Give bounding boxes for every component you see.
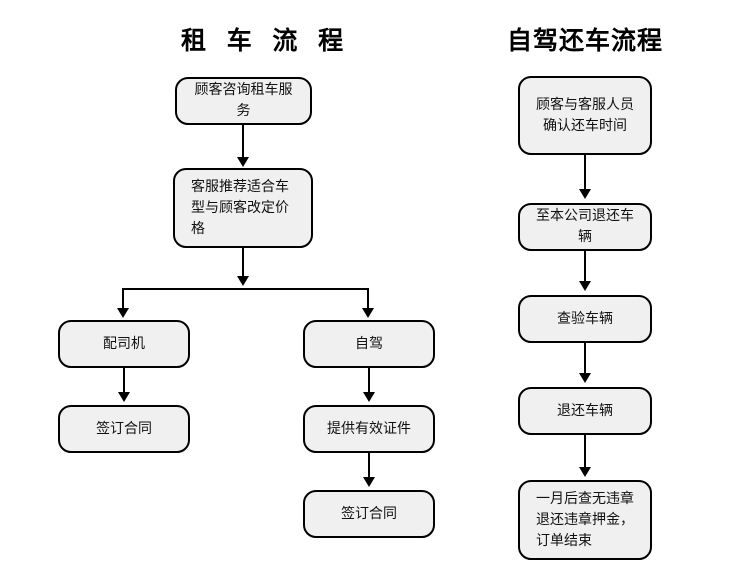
- node-sign-contract-driver[interactable]: 签订合同: [58, 405, 190, 453]
- arrowhead-icon: [363, 392, 375, 402]
- node-sign-contract-selfdrive[interactable]: 签订合同: [303, 490, 435, 538]
- node-assign-driver[interactable]: 配司机: [58, 320, 190, 368]
- arrowhead-icon: [237, 157, 249, 167]
- arrowhead-icon: [579, 373, 591, 383]
- right-chart-title: 自驾还车流程: [506, 26, 663, 55]
- node-label: 一月后查无违章 退还违章押金， 订单结束: [536, 490, 634, 549]
- node-label: 签订合同: [341, 505, 397, 522]
- node-label: 顾客与客服人员 确认还车时间: [536, 96, 634, 134]
- node-label: 顾客咨询租车服务: [194, 82, 293, 119]
- node-label: 至本公司退还车辆: [536, 208, 634, 245]
- node-confirm-return-time[interactable]: 顾客与客服人员 确认还车时间: [518, 76, 652, 155]
- arrowhead-icon: [117, 308, 129, 318]
- arrowhead-icon: [363, 477, 375, 487]
- node-refund-violation-deposit[interactable]: 一月后查无违章 退还违章押金， 订单结束: [518, 480, 652, 560]
- node-label: 客服推荐适合车 型与顾客改定价 格: [191, 178, 289, 237]
- connector-inquiry-to-recommend: [242, 125, 244, 159]
- node-label: 查验车辆: [557, 310, 613, 327]
- node-return-vehicle-to-company[interactable]: 至本公司退还车辆: [518, 203, 652, 251]
- arrowhead-icon: [579, 467, 591, 477]
- arrowhead-icon: [579, 281, 591, 291]
- connector-selfdrive-to-documents: [368, 368, 370, 394]
- connector-branch-bus: [122, 288, 369, 290]
- node-service-recommend-model[interactable]: 客服推荐适合车 型与顾客改定价 格: [173, 168, 313, 248]
- arrowhead-icon: [579, 189, 591, 199]
- node-self-drive[interactable]: 自驾: [303, 320, 435, 368]
- connector-handover-to-deposit: [584, 435, 586, 469]
- node-inspect-vehicle[interactable]: 查验车辆: [518, 295, 652, 343]
- node-label: 签订合同: [96, 420, 152, 437]
- connector-recommend-to-split: [242, 248, 244, 278]
- node-hand-back-vehicle[interactable]: 退还车辆: [518, 387, 652, 435]
- connector-driver-to-contract: [123, 368, 125, 394]
- node-customer-inquiry[interactable]: 顾客咨询租车服务: [175, 77, 312, 125]
- connector-return-to-inspect: [584, 251, 586, 283]
- node-label: 自驾: [355, 335, 383, 352]
- connector-inspect-to-handover: [584, 343, 586, 373]
- connector-branch-left-drop: [122, 288, 124, 310]
- left-chart-title: 租 车 流 程: [181, 26, 350, 55]
- arrowhead-icon: [237, 276, 249, 286]
- node-label: 退还车辆: [557, 402, 613, 419]
- connector-branch-right-drop: [367, 288, 369, 310]
- node-label: 提供有效证件: [327, 420, 411, 437]
- arrowhead-icon: [362, 308, 374, 318]
- connector-documents-to-contract: [368, 453, 370, 479]
- node-provide-valid-documents[interactable]: 提供有效证件: [303, 405, 435, 453]
- node-label: 配司机: [103, 335, 145, 352]
- connector-confirm-to-return: [584, 155, 586, 191]
- arrowhead-icon: [118, 392, 130, 402]
